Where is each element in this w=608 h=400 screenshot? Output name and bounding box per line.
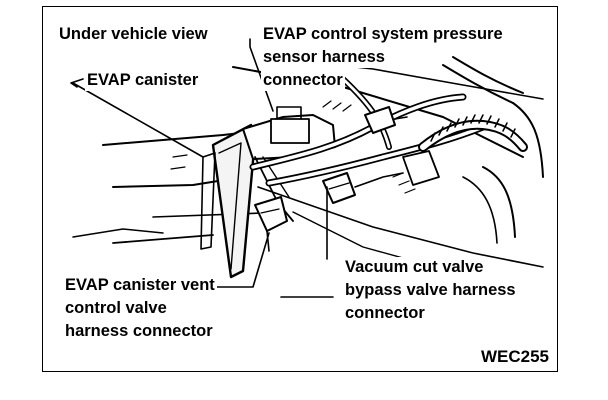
- pressure-sensor-label-line2: sensor harness: [261, 47, 387, 68]
- vent-valve-label-line1: EVAP canister vent: [63, 275, 217, 296]
- figure-code: WEC255: [478, 347, 551, 367]
- vacuum-cut-label-line3: connector: [343, 303, 427, 324]
- vent-valve-label-line3: harness connector: [63, 321, 215, 342]
- vacuum-cut-label-line2: bypass valve harness: [343, 280, 518, 301]
- engine-bay-illustration: [70, 38, 544, 298]
- vacuum-cut-label-line1: Vacuum cut valve: [343, 257, 486, 278]
- diagram-frame: Under vehicle view EVAP canister EVAP co…: [42, 6, 558, 372]
- pressure-sensor-label-line1: EVAP control system pressure: [261, 24, 505, 45]
- vent-valve-label-line2: control valve: [63, 298, 169, 319]
- evap-canister-label: EVAP canister: [85, 70, 201, 91]
- pressure-sensor-label-line3: connector: [261, 70, 345, 91]
- view-label: Under vehicle view: [57, 24, 210, 45]
